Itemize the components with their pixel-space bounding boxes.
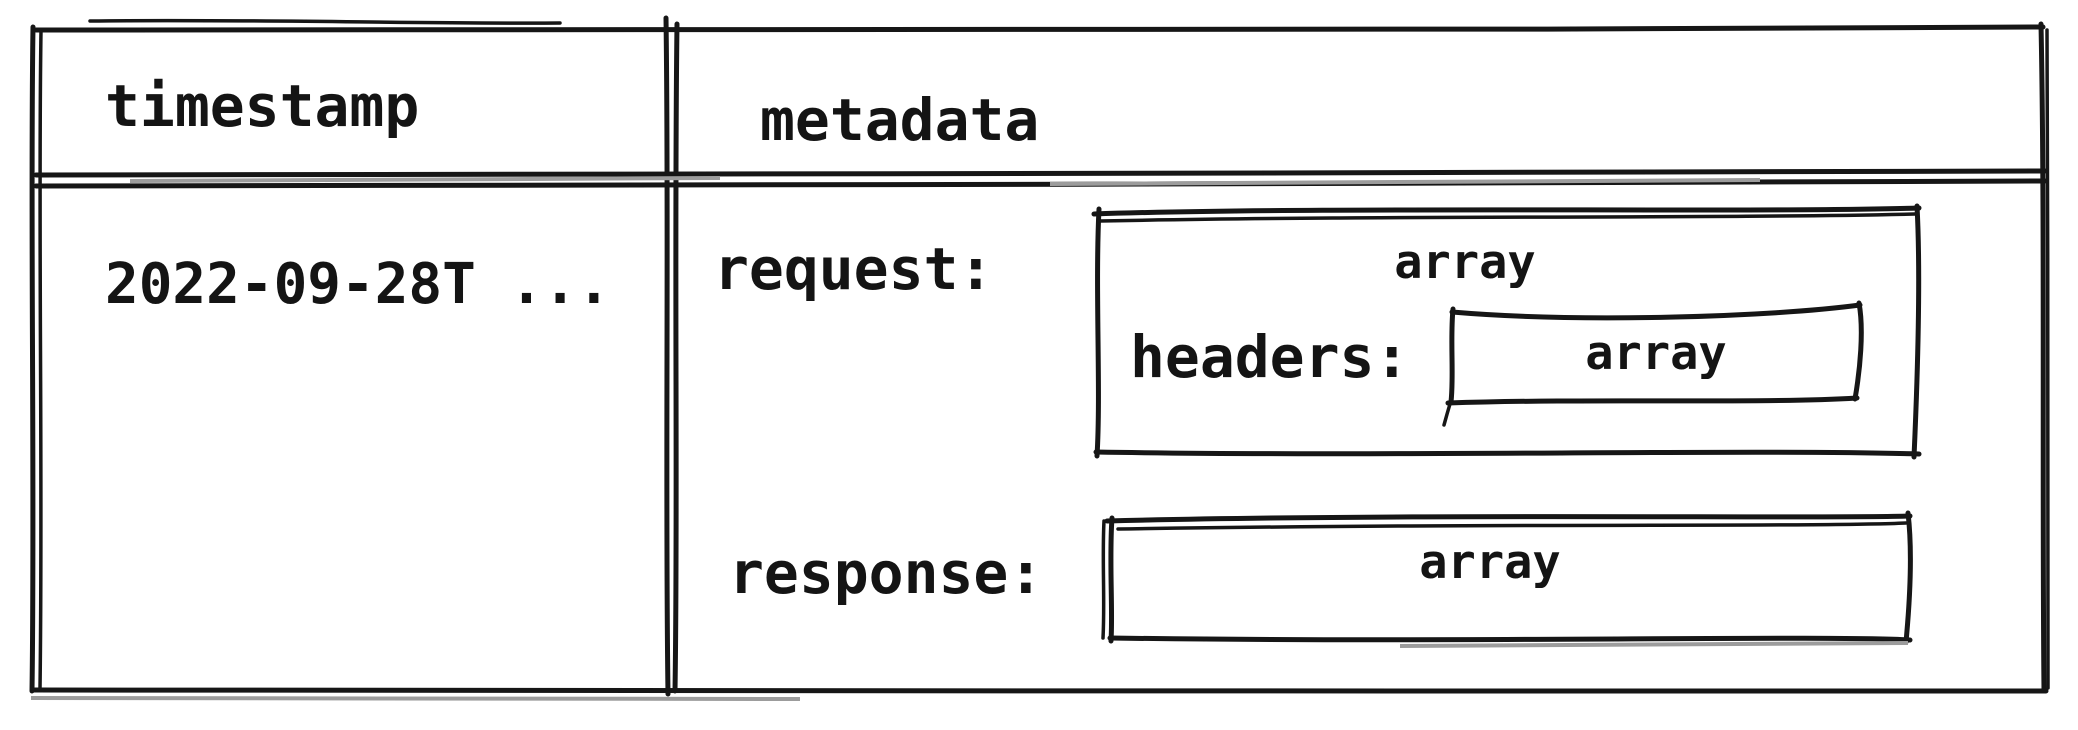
table-outline (29, 18, 2050, 701)
header-separator (33, 168, 2048, 189)
timestamp-cell-value: 2022-09-28T ... (105, 252, 611, 317)
request-array-box (1091, 203, 1922, 460)
request-label: request: (714, 235, 993, 303)
response-array-box (1101, 510, 1913, 648)
metadata-header-label: metadata (760, 86, 1039, 154)
headers-array-label: array (1585, 326, 1726, 381)
headers-array-box (1442, 300, 1864, 427)
request-array-label: array (1394, 235, 1535, 290)
column-divider (663, 15, 680, 697)
headers-label: headers: (1130, 323, 1409, 391)
timestamp-header-label: timestamp (105, 72, 419, 140)
response-array-label: array (1419, 535, 1560, 590)
response-label: response: (729, 539, 1043, 607)
